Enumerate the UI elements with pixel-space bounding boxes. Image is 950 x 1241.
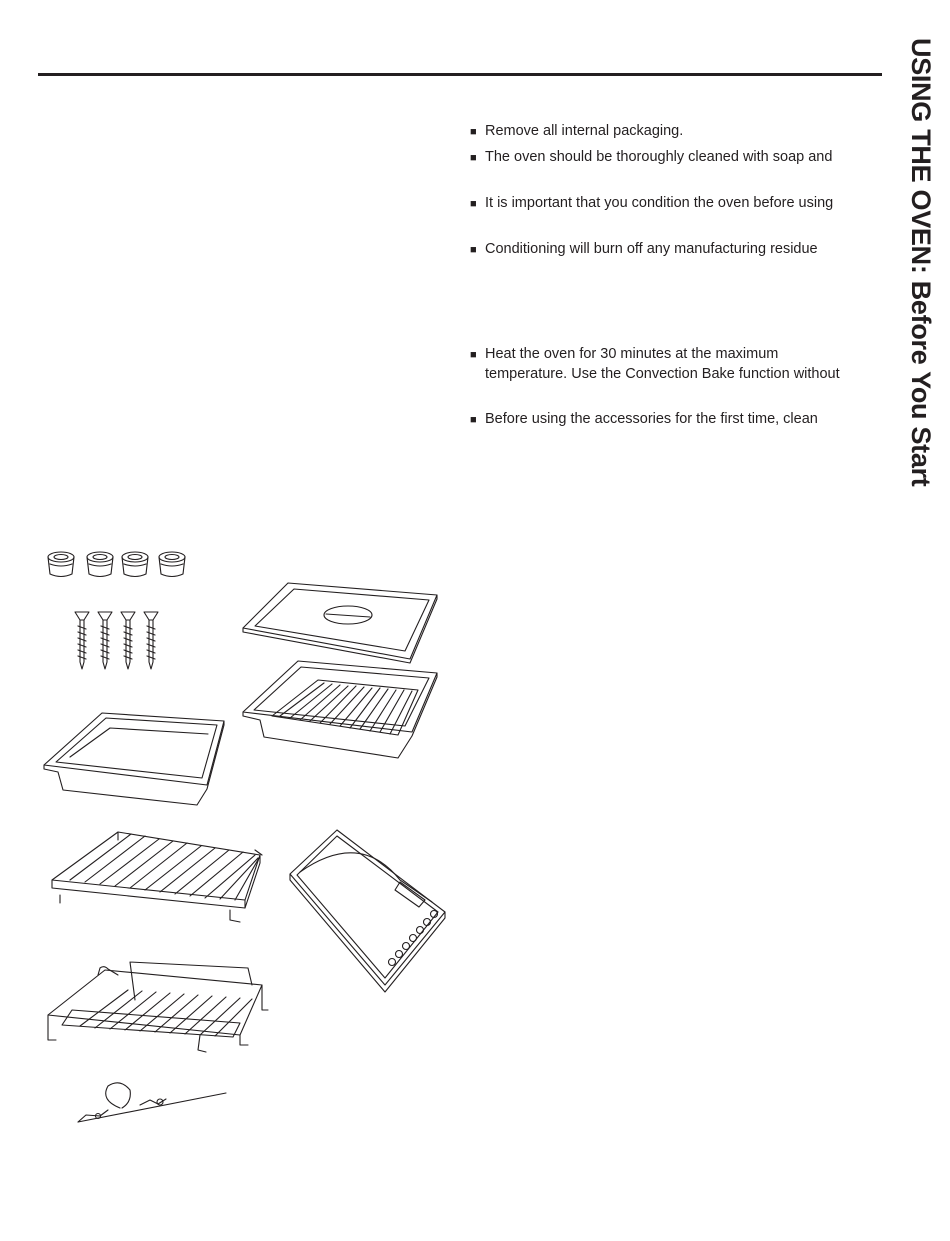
pan-lid-icon xyxy=(242,582,438,664)
bullet-text: Conditioning will burn off any manufactu… xyxy=(485,241,818,257)
square-bullet-icon: ■ xyxy=(470,414,477,426)
baking-pan-icon xyxy=(43,712,225,806)
square-bullet-icon: ■ xyxy=(470,152,477,164)
accessories-illustration xyxy=(43,551,446,1123)
bullet-text: Remove all internal packaging. xyxy=(485,123,684,139)
bullet-heat-oven: ■ Heat the oven for 30 minutes at the max… xyxy=(470,345,840,384)
bullet-text: Heat the oven for 30 minutes at the maxi… xyxy=(485,346,779,362)
section-title: USING THE OVEN: Before You Start xyxy=(906,38,936,487)
bullet-condition-oven: ■ It is important that you condition the … xyxy=(470,194,833,214)
square-bullet-icon: ■ xyxy=(470,244,477,256)
square-bullet-icon: ■ xyxy=(470,349,477,361)
header-rule xyxy=(38,73,882,76)
broil-pan-icon xyxy=(242,660,438,759)
wire-rack-icon xyxy=(51,831,263,923)
bullet-clean-oven: ■ The oven should be thoroughly cleaned w… xyxy=(470,148,832,168)
square-bullet-icon: ■ xyxy=(470,126,477,138)
bullet-conditioning-residue: ■ Conditioning will burn off any manufact… xyxy=(470,240,818,260)
bullet-accessories: ■ Before using the accessories for the fi… xyxy=(470,410,818,430)
drip-tray-icon xyxy=(289,829,446,993)
bullet-text: Before using the accessories for the fir… xyxy=(485,411,818,427)
bullet-text: It is important that you condition the o… xyxy=(485,195,834,211)
bullet-text-line2: temperature. Use the Convection Bake fun… xyxy=(485,366,840,382)
rubber-feet-icon xyxy=(47,551,186,578)
bullet-text: The oven should be thoroughly cleaned wi… xyxy=(485,149,833,165)
bullet-remove-packaging: ■ Remove all internal packaging. xyxy=(470,122,683,142)
square-bullet-icon: ■ xyxy=(470,198,477,210)
meat-probe-icon xyxy=(77,1082,227,1123)
roasting-rack-icon xyxy=(47,961,269,1053)
screws-icon xyxy=(74,611,159,670)
